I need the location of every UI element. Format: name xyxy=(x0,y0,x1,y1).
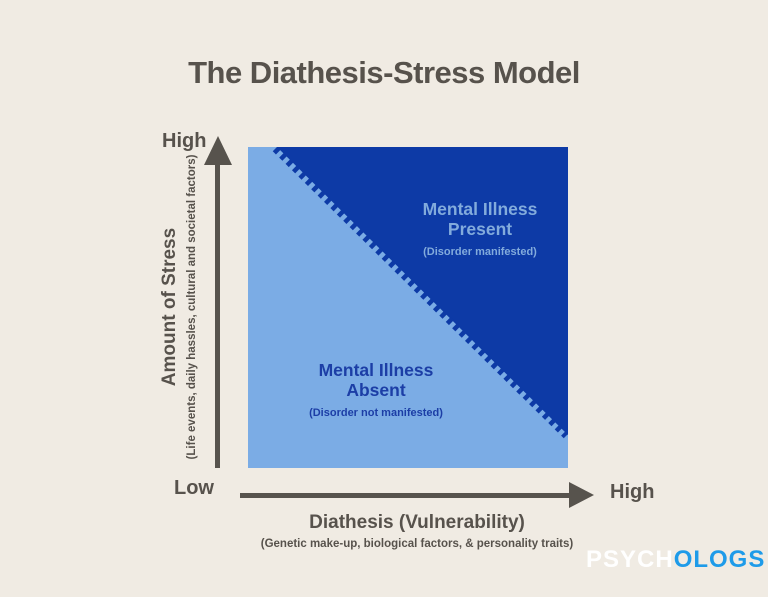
origin-low-label: Low xyxy=(174,477,214,499)
x-axis-title: Diathesis (Vulnerability) xyxy=(309,512,525,533)
present-region-title: Mental Illness Present xyxy=(422,199,538,239)
x-axis-arrowhead-icon xyxy=(569,482,594,508)
diagram-plot-area: Mental Illness Present (Disorder manifes… xyxy=(248,147,568,468)
present-region-note: (Disorder manifested) xyxy=(423,246,537,259)
psychologs-logo: PSYCHOLOGS xyxy=(586,546,765,574)
x-axis-line xyxy=(240,493,572,498)
y-axis-title: Amount of Stress xyxy=(159,227,180,387)
x-axis-subtitle: (Genetic make-up, biological factors, & … xyxy=(260,538,574,550)
y-axis-high-label: High xyxy=(162,130,207,152)
y-axis-line xyxy=(215,152,220,468)
y-axis-arrowhead-icon xyxy=(204,136,232,165)
present-region-label: Mental Illness Present (Disorder manifes… xyxy=(380,199,580,259)
absent-region-title: Mental Illness Absent xyxy=(318,360,434,400)
diagonal-split-graphic xyxy=(272,147,568,439)
absent-region-label: Mental Illness Absent (Disorder not mani… xyxy=(276,360,476,420)
logo-text-white: PSYCH xyxy=(586,546,674,573)
y-axis-subtitle: (Life events, daily hassles, cultural an… xyxy=(186,154,198,460)
x-axis-high-label: High xyxy=(610,481,655,503)
page-title: The Diathesis-Stress Model xyxy=(188,55,580,90)
logo-text-blue: OLOGS xyxy=(673,546,766,573)
absent-region-note: (Disorder not manifested) xyxy=(309,407,443,420)
